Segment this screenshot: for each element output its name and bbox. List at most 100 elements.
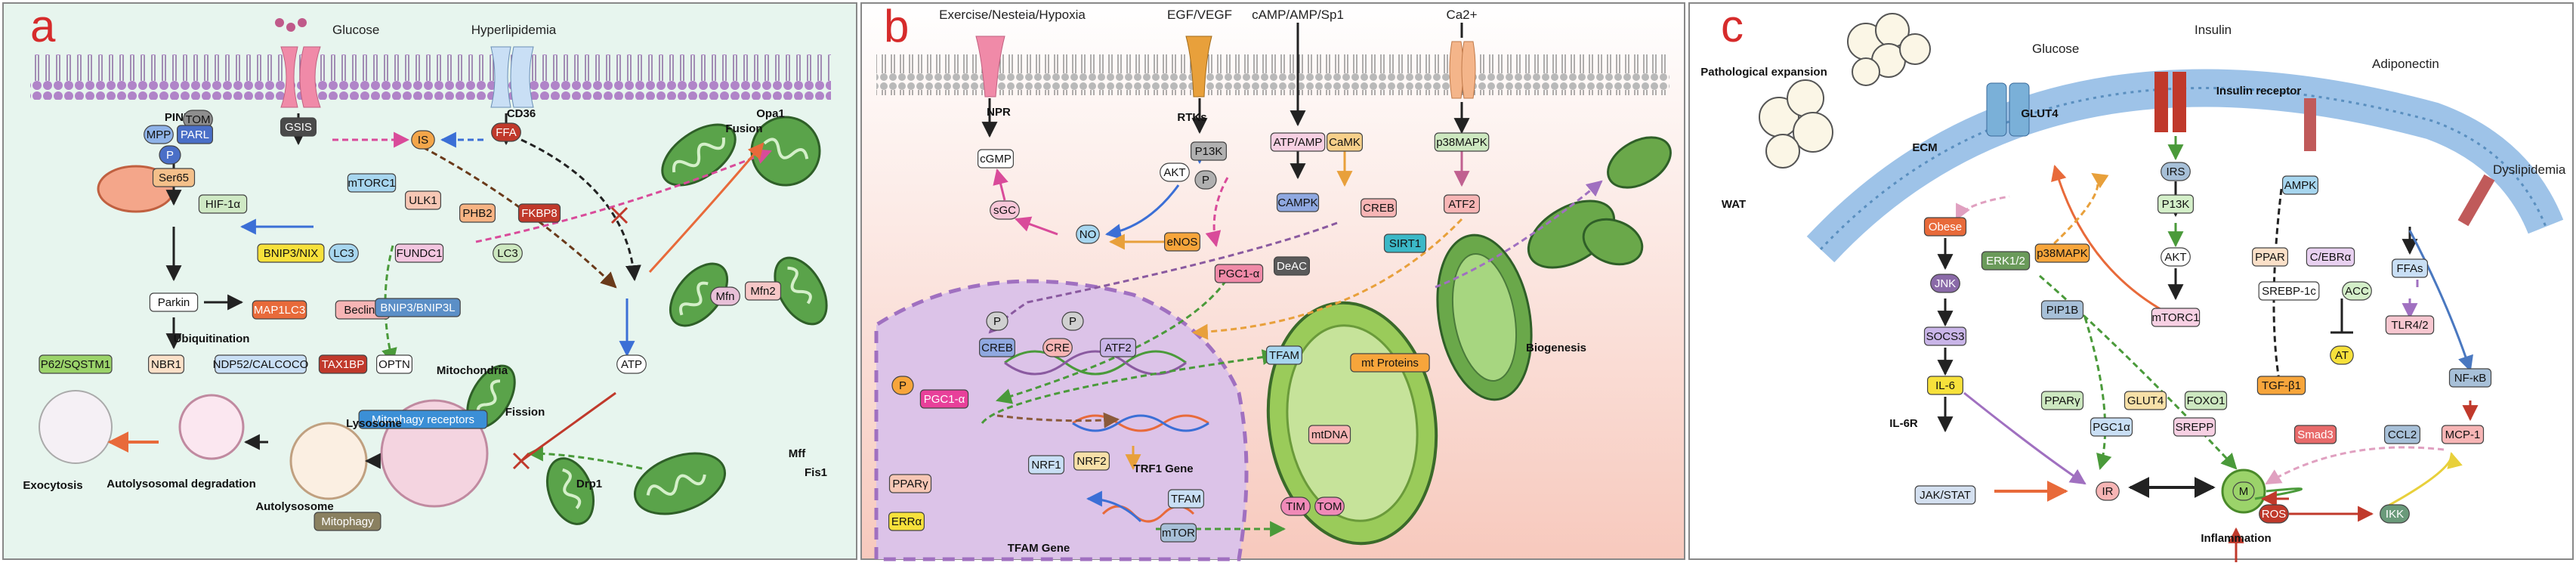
node-il-6r: IL-6R bbox=[1889, 417, 1918, 430]
insulin-receptor-icon bbox=[2154, 72, 2168, 132]
svg-text:AMPK: AMPK bbox=[2284, 179, 2317, 192]
svg-text:ERK1/2: ERK1/2 bbox=[1986, 255, 2025, 268]
arrow bbox=[381, 245, 397, 365]
node-optn: OPTN bbox=[376, 354, 413, 374]
node-is: IS bbox=[411, 130, 435, 150]
node-mtorc1: mTORC1 bbox=[2151, 308, 2201, 327]
node-srepp: SREPP bbox=[2173, 417, 2216, 437]
svg-text:LC3: LC3 bbox=[497, 247, 518, 260]
svg-text:P13K: P13K bbox=[2162, 198, 2190, 211]
node-fundc1: FUNDC1 bbox=[394, 243, 444, 263]
node-akt: AKT bbox=[2161, 247, 2191, 267]
node-campk: CAMPK bbox=[1276, 193, 1320, 212]
svg-text:PPARγ: PPARγ bbox=[2044, 394, 2080, 407]
svg-text:TAX1BP: TAX1BP bbox=[322, 358, 364, 371]
node-ppar-: PPARγ bbox=[888, 474, 932, 493]
node-srebp-1c: SREBP-1c bbox=[2258, 281, 2320, 301]
node-cgmp: cGMP bbox=[977, 149, 1014, 169]
node-tfam: TFAM bbox=[1167, 489, 1204, 509]
node-irs: IRS bbox=[2161, 162, 2191, 181]
node-jnk: JNK bbox=[1930, 274, 1960, 293]
svg-text:ULK1: ULK1 bbox=[409, 194, 437, 207]
arrow bbox=[1963, 391, 2086, 485]
svg-text:Ubiquitination: Ubiquitination bbox=[174, 332, 250, 345]
stimulus-label: Adiponectin bbox=[2372, 57, 2439, 71]
node-exocytosis: Exocytosis bbox=[23, 479, 82, 492]
node-err-: ERRα bbox=[888, 512, 925, 531]
arrow bbox=[1104, 184, 1180, 240]
svg-text:PGC1-α: PGC1-α bbox=[1219, 268, 1260, 280]
glucose-molecule-icon bbox=[298, 18, 307, 27]
panel-a bbox=[2, 2, 857, 560]
node-p: P bbox=[986, 311, 1008, 331]
node-nf-b: NF-κB bbox=[2448, 368, 2492, 388]
node-c-ebr-: C/EBRα bbox=[2306, 247, 2355, 267]
svg-text:FFAs: FFAs bbox=[2396, 262, 2423, 275]
arrow bbox=[475, 149, 772, 243]
node-tfam: TFAM bbox=[1265, 345, 1302, 365]
mitochondrion-icon bbox=[774, 256, 828, 326]
svg-text:mt Proteins: mt Proteins bbox=[1361, 357, 1419, 370]
node-glut4: GLUT4 bbox=[2021, 107, 2059, 120]
glucose-molecule-icon bbox=[286, 23, 295, 32]
svg-text:mtDNA: mtDNA bbox=[1311, 428, 1348, 441]
mitochondrion-icon bbox=[546, 457, 595, 525]
adiponectin-receptor-icon bbox=[2304, 98, 2316, 151]
svg-text:ECM: ECM bbox=[1912, 141, 1937, 154]
svg-text:Mitophagy receptors: Mitophagy receptors bbox=[372, 413, 474, 426]
svg-text:NBR1: NBR1 bbox=[151, 358, 181, 371]
arrow bbox=[2386, 451, 2463, 508]
node-autolysosome: Autolysosome bbox=[255, 500, 333, 513]
node-ffas: FFAs bbox=[2392, 258, 2429, 278]
node-mitophagy-receptors: Mitophagy receptors bbox=[358, 410, 488, 429]
node-ulk1: ULK1 bbox=[404, 190, 441, 210]
node-jak-stat: JAK/STAT bbox=[1914, 485, 1976, 505]
node-foxo1: FOXO1 bbox=[2184, 391, 2228, 410]
svg-text:P: P bbox=[899, 379, 907, 392]
arrow bbox=[520, 138, 641, 282]
node-glut4: GLUT4 bbox=[2124, 391, 2167, 410]
svg-text:TGF-β1: TGF-β1 bbox=[2262, 379, 2301, 392]
node-p13k: P13K bbox=[1190, 141, 1227, 161]
arrow bbox=[981, 349, 1279, 424]
node-socs3: SOCS3 bbox=[1923, 326, 1967, 346]
arrow bbox=[1955, 195, 2010, 221]
glut4-transporter-icon bbox=[1986, 82, 2007, 137]
calcium-channel-icon bbox=[1449, 41, 1464, 99]
tlr-receptor-icon bbox=[2457, 174, 2495, 227]
svg-text:HIF-1α: HIF-1α bbox=[205, 198, 241, 211]
dna-helix-icon bbox=[1072, 414, 1209, 432]
svg-text:FFA: FFA bbox=[496, 126, 517, 139]
node-tgf-1: TGF-β1 bbox=[2256, 376, 2306, 395]
node-lc3: LC3 bbox=[493, 243, 523, 263]
node-fkbp8: FKBP8 bbox=[517, 203, 561, 223]
rtk-receptor-icon bbox=[1185, 36, 1212, 97]
node-atf2: ATF2 bbox=[1099, 338, 1136, 357]
glucose-transporter-icon bbox=[299, 46, 321, 108]
svg-text:GLUT4: GLUT4 bbox=[2127, 394, 2164, 407]
svg-text:SIRT1: SIRT1 bbox=[1389, 237, 1421, 250]
svg-text:P: P bbox=[1202, 174, 1209, 187]
svg-text:CREB: CREB bbox=[981, 342, 1013, 354]
node-p38mapk: p38MAPK bbox=[2034, 243, 2090, 263]
svg-text:IS: IS bbox=[418, 134, 428, 147]
svg-text:P62/SQSTM1: P62/SQSTM1 bbox=[41, 358, 111, 371]
arrow bbox=[1435, 180, 1603, 289]
svg-text:TRF1 Gene: TRF1 Gene bbox=[1133, 462, 1193, 475]
svg-text:ATP/AMP: ATP/AMP bbox=[1274, 136, 1323, 149]
svg-text:M: M bbox=[2239, 485, 2249, 498]
svg-text:ATP: ATP bbox=[621, 358, 642, 371]
node-nrf1: NRF1 bbox=[1027, 455, 1064, 475]
node-nbr1: NBR1 bbox=[148, 354, 185, 374]
node-tfam-gene: TFAM Gene bbox=[1008, 542, 1070, 555]
node-mtdna: mtDNA bbox=[1308, 425, 1351, 444]
svg-text:eNOS: eNOS bbox=[1167, 236, 1198, 249]
node-nrf2: NRF2 bbox=[1073, 451, 1110, 471]
node-lc3: LC3 bbox=[329, 243, 359, 263]
svg-text:C/EBRα: C/EBRα bbox=[2310, 251, 2352, 264]
node-npr: NPR bbox=[987, 106, 1011, 119]
glucose-transporter-icon bbox=[280, 46, 298, 108]
node-opa1: Opa1 bbox=[756, 107, 785, 120]
svg-text:NO: NO bbox=[1080, 228, 1097, 241]
node-biogenesis: Biogenesis bbox=[1526, 342, 1586, 354]
